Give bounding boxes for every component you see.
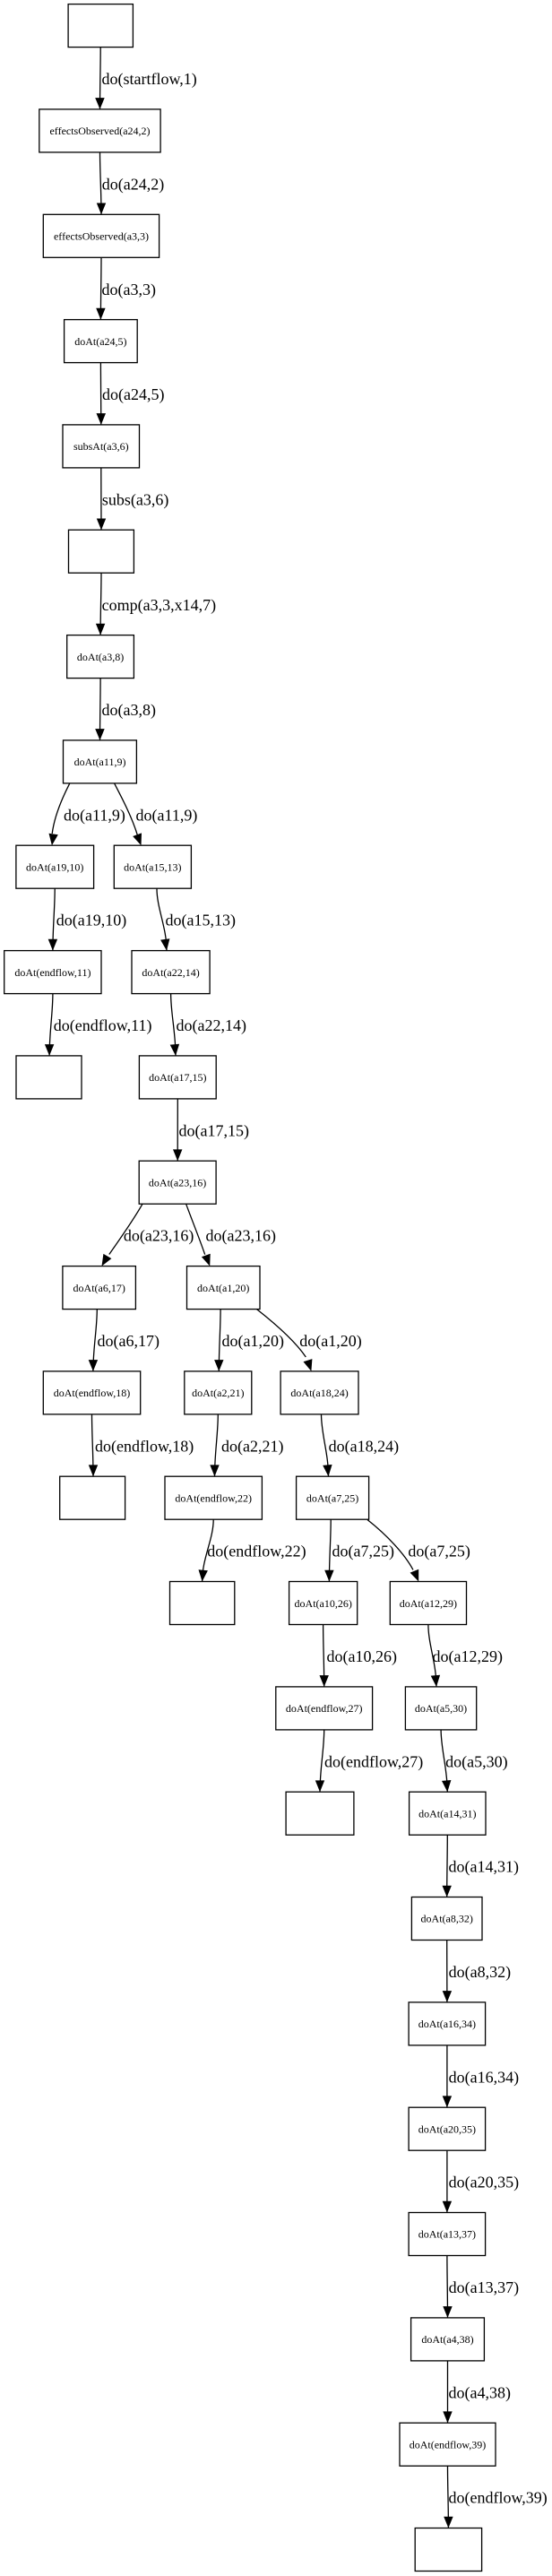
svg-text:do(a24,2): do(a24,2) [102, 175, 164, 194]
svg-text:doAt(a6,17): doAt(a6,17) [73, 1282, 125, 1294]
svg-text:doAt(a13,37): doAt(a13,37) [418, 2228, 476, 2241]
svg-text:subs(a3,6): subs(a3,6) [102, 490, 168, 509]
svg-text:doAt(endflow,18): doAt(endflow,18) [54, 1387, 131, 1399]
svg-text:do(endflow,11): do(endflow,11) [54, 1016, 152, 1035]
svg-text:do(a7,25): do(a7,25) [408, 1543, 470, 1561]
svg-text:do(a6,17): do(a6,17) [98, 1332, 160, 1351]
svg-text:doAt(a4,38): doAt(a4,38) [421, 2333, 473, 2346]
svg-text:do(a3,8): do(a3,8) [102, 701, 156, 720]
svg-text:doAt(a5,30): doAt(a5,30) [415, 1702, 467, 1715]
svg-text:do(endflow,27): do(endflow,27) [324, 1752, 423, 1771]
svg-text:do(a23,16): do(a23,16) [206, 1227, 276, 1246]
svg-text:doAt(a22,14): doAt(a22,14) [142, 966, 199, 979]
svg-text:doAt(a19,10): doAt(a19,10) [26, 860, 83, 873]
svg-text:do(a20,35): do(a20,35) [449, 2174, 519, 2192]
svg-text:do(a11,9): do(a11,9) [136, 806, 198, 825]
svg-text:doAt(a2,21): doAt(a2,21) [192, 1387, 244, 1399]
svg-text:doAt(a11,9): doAt(a11,9) [74, 756, 126, 768]
svg-text:doAt(a8,32): doAt(a8,32) [421, 1913, 473, 1925]
svg-text:do(a15,13): do(a15,13) [166, 912, 236, 930]
svg-text:do(a7,25): do(a7,25) [332, 1543, 394, 1561]
svg-text:doAt(a23,16): doAt(a23,16) [149, 1176, 206, 1189]
svg-text:do(a5,30): do(a5,30) [445, 1752, 507, 1771]
svg-text:do(endflow,39): do(endflow,39) [449, 2489, 548, 2508]
svg-text:do(a1,20): do(a1,20) [222, 1332, 284, 1351]
svg-text:do(a4,38): do(a4,38) [449, 2383, 511, 2402]
svg-text:doAt(a16,34): doAt(a16,34) [418, 2018, 476, 2030]
svg-text:do(endflow,18): do(endflow,18) [95, 1437, 194, 1456]
svg-text:doAt(a17,15): doAt(a17,15) [149, 1071, 206, 1084]
svg-text:do(a13,37): do(a13,37) [449, 2278, 519, 2297]
svg-text:doAt(a7,25): doAt(a7,25) [306, 1491, 358, 1504]
svg-text:doAt(a18,24): doAt(a18,24) [290, 1387, 348, 1399]
svg-text:doAt(a20,35): doAt(a20,35) [418, 2122, 476, 2135]
svg-text:doAt(a3,8): doAt(a3,8) [77, 651, 124, 663]
svg-text:do(a8,32): do(a8,32) [449, 1963, 511, 1982]
svg-text:doAt(endflow,22): doAt(endflow,22) [175, 1491, 252, 1504]
svg-text:doAt(endflow,39): doAt(endflow,39) [410, 2438, 487, 2451]
svg-text:do(a11,9): do(a11,9) [64, 806, 125, 825]
svg-text:do(a2,21): do(a2,21) [221, 1437, 283, 1456]
svg-text:comp(a3,3,x14,7): comp(a3,3,x14,7) [102, 596, 216, 615]
svg-text:doAt(endflow,11): doAt(endflow,11) [14, 966, 91, 979]
svg-text:do(a17,15): do(a17,15) [179, 1121, 249, 1140]
svg-text:subsAt(a3,6): subsAt(a3,6) [73, 440, 129, 453]
svg-text:do(a19,10): do(a19,10) [56, 912, 126, 930]
svg-text:do(a12,29): do(a12,29) [433, 1647, 503, 1666]
svg-text:do(a14,31): do(a14,31) [449, 1858, 519, 1877]
svg-text:doAt(a10,26): doAt(a10,26) [295, 1597, 352, 1610]
svg-text:doAt(a12,29): doAt(a12,29) [400, 1597, 457, 1610]
svg-text:do(a24,5): do(a24,5) [102, 385, 164, 404]
svg-text:doAt(a24,5): doAt(a24,5) [74, 335, 126, 348]
svg-text:doAt(a14,31): doAt(a14,31) [418, 1807, 476, 1820]
svg-text:doAt(endflow,27): doAt(endflow,27) [286, 1702, 363, 1715]
svg-text:effectsObserved(a24,2): effectsObserved(a24,2) [49, 125, 150, 137]
svg-text:do(a18,24): do(a18,24) [329, 1437, 399, 1456]
svg-text:effectsObserved(a3,3): effectsObserved(a3,3) [54, 230, 149, 243]
svg-text:doAt(a1,20): doAt(a1,20) [197, 1282, 249, 1294]
svg-text:do(a1,20): do(a1,20) [299, 1332, 361, 1351]
svg-text:doAt(a15,13): doAt(a15,13) [124, 860, 181, 873]
svg-text:do(a22,14): do(a22,14) [177, 1016, 246, 1035]
svg-text:do(a16,34): do(a16,34) [449, 2068, 519, 2087]
svg-text:do(a10,26): do(a10,26) [327, 1647, 397, 1666]
svg-text:do(startflow,1): do(startflow,1) [102, 70, 197, 89]
svg-text:do(a3,3): do(a3,3) [102, 281, 156, 299]
svg-text:do(endflow,22): do(endflow,22) [207, 1543, 306, 1561]
svg-text:do(a23,16): do(a23,16) [124, 1227, 194, 1246]
